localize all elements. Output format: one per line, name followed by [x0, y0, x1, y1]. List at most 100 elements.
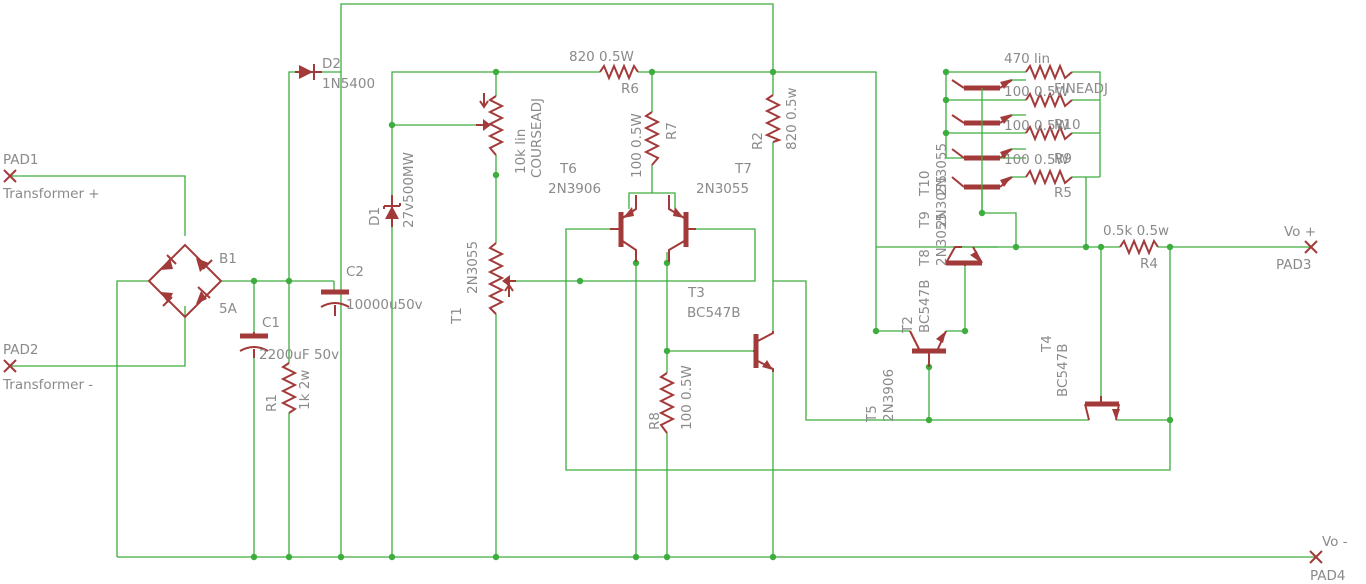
diode-icon [295, 64, 322, 80]
pad4-net: Vo - [1322, 534, 1348, 550]
resistor-icon [658, 372, 676, 434]
component-t5[interactable]: T6 2N3906 [548, 161, 637, 262]
c2-name: C2 [346, 264, 364, 280]
r4-value: 820 0.5W [569, 49, 634, 65]
pad1-net: Transformer + [2, 186, 100, 202]
r6-name: R8 [647, 412, 663, 430]
r7-name: R5 [1054, 185, 1072, 201]
pnp-transistor-icon [610, 195, 637, 262]
bridge-minus-wire [116, 280, 149, 557]
component-r5[interactable]: R7 100 0.5W [629, 111, 680, 178]
t6-value: 2N3055 [696, 181, 749, 197]
pad-pad4[interactable]: Vo - PAD4 [1309, 534, 1348, 584]
courseadj-name: T1 [449, 307, 465, 325]
r9-value: 100 0.5W [1004, 84, 1069, 100]
component-d1[interactable]: D1 27v500MW [367, 152, 417, 228]
t4-name: T5 [864, 405, 880, 423]
component-t3[interactable]: T4 BC547B [1039, 335, 1120, 421]
pad3-name: PAD3 [1276, 257, 1312, 273]
t2-drive-wire [773, 280, 1089, 421]
courseadj-value: 2N3055 [465, 241, 481, 294]
component-t4[interactable]: T5 2N3906 [864, 369, 897, 423]
t8-name: T9 [917, 211, 933, 229]
component-r2[interactable]: R2 820 0.5w [750, 87, 800, 150]
component-t6[interactable]: T7 2N3055 [668, 161, 752, 262]
component-r4[interactable]: 820 0.5W R6 [569, 49, 639, 97]
c1-name: C1 [262, 315, 280, 331]
r8-name: R9 [1054, 151, 1072, 167]
r8-value: 100 0.5W [1004, 118, 1069, 134]
component-c2[interactable]: C2 10000u50v [320, 264, 423, 316]
pad-pad2[interactable]: PAD2 Transformer - [2, 342, 93, 393]
r2-name: R2 [750, 132, 766, 150]
t2-value: BC547B [687, 305, 740, 321]
component-r7[interactable]: 100 0.5W R5 [1004, 152, 1073, 201]
resistor-icon [1025, 168, 1073, 186]
r3-name: R4 [1140, 256, 1158, 272]
component-courseadj[interactable]: T1 2N3055 [449, 241, 516, 325]
t1-name: T2 [900, 316, 916, 334]
transformer-minus-wire [10, 306, 186, 367]
pad-pad3[interactable]: Vo + PAD3 [1276, 224, 1318, 273]
npn-transistor-icon [1084, 396, 1120, 421]
r1-value: 1k 2w [297, 370, 313, 410]
pad2-name: PAD2 [3, 342, 39, 358]
component-d2[interactable]: D2 1N5400 [295, 56, 375, 92]
zener-diode-icon [383, 195, 401, 227]
d2-wire [288, 71, 341, 281]
t7-name: T8 [917, 249, 933, 267]
c1-value: 2200uF 50v [259, 347, 339, 363]
t8-value: 2N3055 [934, 175, 950, 228]
r5-name: R7 [664, 122, 680, 140]
pad-pad1[interactable]: PAD1 Transformer + [2, 152, 100, 202]
r6-value: 100 0.5W [679, 365, 695, 430]
component-t1[interactable]: T2 BC547B [900, 280, 947, 367]
t9-name: T10 [917, 171, 933, 197]
npn-transistor-icon [753, 331, 774, 372]
component-r10[interactable]: 470 lin FINEADJ [1004, 51, 1108, 97]
component-c1[interactable]: C1 2200uF 50v [239, 315, 339, 363]
d2-name: D2 [322, 56, 341, 72]
r7-value: 100 0.5W [1004, 152, 1069, 168]
t9-value: 2N3055 [934, 143, 950, 196]
t5-name: T6 [559, 161, 577, 177]
component-t8[interactable]: T9 2N3055 [917, 175, 1013, 229]
component-fineadj[interactable]: 10k lin COURSEADJ [476, 93, 545, 178]
capacitor-icon [320, 289, 350, 316]
t5-base-wire [565, 228, 1171, 471]
resistor-icon [1025, 63, 1073, 81]
r4-name: R6 [621, 81, 639, 97]
component-r8[interactable]: 100 0.5W R9 [1004, 118, 1073, 167]
component-r1[interactable]: R1 1k 2w [264, 362, 313, 414]
fineadj-value: 10k lin [513, 129, 529, 174]
d1-value: 27v500MW [401, 152, 417, 228]
t3-value: BC547B [1055, 344, 1071, 397]
fineadj-name: COURSEADJ [529, 98, 545, 178]
t6-name: T7 [734, 161, 752, 177]
r10-wire [945, 71, 1101, 177]
reference-rail-wire [391, 71, 998, 557]
component-r6[interactable]: R8 100 0.5W [647, 365, 695, 434]
b1-value: 5A [219, 301, 238, 317]
b1-name: B1 [219, 251, 237, 267]
d2-value: 1N5400 [322, 76, 375, 92]
component-r3[interactable]: 0.5k 0.5w R4 [1103, 223, 1169, 272]
component-t7[interactable]: T8 2N3055 [917, 213, 983, 267]
transformer-plus-wire [10, 175, 186, 236]
potentiometer-icon [476, 93, 505, 156]
component-t2[interactable]: T3 BC547B [687, 285, 774, 372]
resistor-icon [1119, 238, 1159, 256]
npn-transistor-icon [909, 330, 947, 367]
t5-value: 2N3906 [548, 181, 601, 197]
c2-value: 10000u50v [346, 297, 423, 313]
t4-value: 2N3906 [881, 369, 897, 422]
capacitor-icon [239, 332, 269, 358]
r5-value: 100 0.5W [629, 113, 645, 178]
r10-value: 470 lin [1004, 51, 1050, 67]
wires [10, 3, 1316, 558]
r3-value: 0.5k 0.5w [1103, 223, 1169, 239]
component-b1[interactable]: B1 5A [147, 243, 238, 319]
resistor-icon [1025, 124, 1073, 142]
component-t9[interactable]: T10 2N3055 [917, 143, 1013, 197]
